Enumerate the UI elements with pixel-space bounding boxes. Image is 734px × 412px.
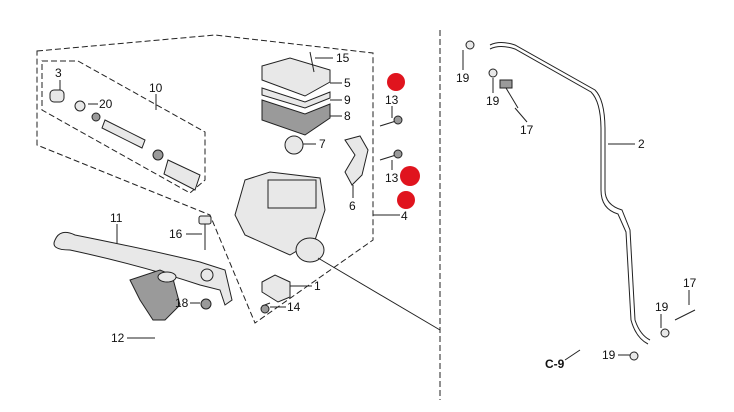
callout-2: 2 [638, 137, 645, 151]
callout-7: 7 [319, 137, 326, 151]
callout-4: 4 [401, 209, 408, 223]
callout-17: 17 [520, 123, 534, 137]
callout-20: 20 [99, 97, 113, 111]
red-marker [397, 191, 415, 209]
callout-19: 19 [456, 71, 470, 85]
callout-16: 16 [169, 227, 183, 241]
bracket-part [129, 269, 181, 321]
callout-17: 17 [683, 276, 697, 290]
assembly-outline [36, 34, 374, 324]
callout-8: 8 [344, 109, 351, 123]
master-cylinder-part [234, 171, 441, 331]
callout-14: 14 [287, 300, 301, 314]
red-marker [387, 73, 405, 91]
bolt-part [379, 115, 403, 161]
callout-13: 13 [385, 171, 399, 185]
leader-lines [59, 50, 690, 361]
holder-part [344, 135, 369, 186]
pivot-bolt-part [198, 215, 212, 250]
red-marker [400, 166, 420, 186]
callout-15: 15 [336, 51, 350, 65]
piston-seal-part [49, 89, 65, 103]
circlip-part [74, 100, 86, 112]
brake-lever-part [53, 231, 233, 306]
reference-label[interactable]: C-9 [545, 357, 565, 371]
callout-9: 9 [344, 93, 351, 107]
callout-3: 3 [55, 66, 62, 80]
callout-19: 19 [655, 300, 669, 314]
callout-11: 11 [110, 211, 123, 225]
piston-part [91, 112, 201, 191]
brake-hose-part [465, 40, 696, 361]
nut-part [200, 298, 212, 310]
callout-18: 18 [175, 296, 189, 310]
callout-19: 19 [486, 94, 500, 108]
callout-5: 5 [344, 76, 351, 90]
callout-13: 13 [385, 93, 399, 107]
callout-19: 19 [602, 348, 616, 362]
brake-switch-part [260, 274, 291, 314]
callout-1: 1 [314, 279, 321, 293]
reservoir-cap-part [261, 51, 331, 155]
callout-10: 10 [149, 81, 163, 95]
piston-kit-outline [41, 60, 206, 194]
callout-12: 12 [111, 331, 125, 345]
callout-6: 6 [349, 199, 356, 213]
